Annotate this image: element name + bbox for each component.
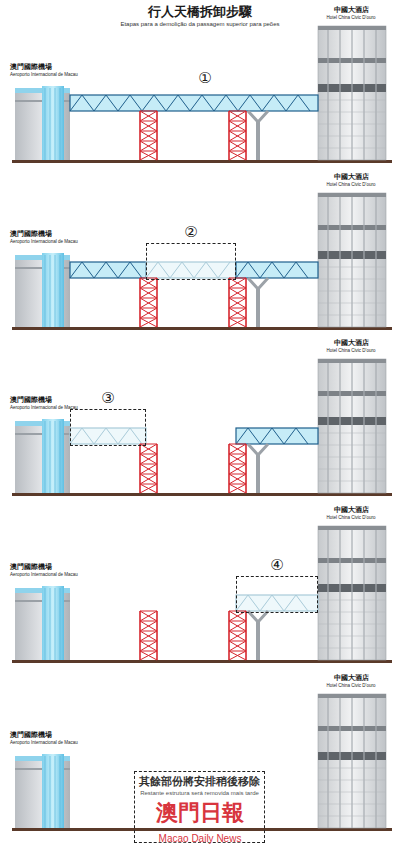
ground-line [12,160,392,163]
airport-label-block: 澳門國際機場Aeroporto Internacional de Macau [10,563,100,578]
y-column [248,444,268,493]
airport-building [15,754,70,828]
hotel-label-block: 中國大酒店Hotel China Civic D'ouro [306,674,396,689]
hotel-label-block: 中國大酒店Hotel China Civic D'ouro [306,173,396,188]
hotel-building [318,193,386,327]
hotel-label-block: 中國大酒店Hotel China Civic D'ouro [306,506,396,521]
hotel-label-block: 中國大酒店Hotel China Civic D'ouro [306,6,396,21]
building-name-portuguese: Hotel China Civic D'ouro [306,348,396,354]
temporary-support-tower [229,111,246,160]
temporary-support-tower [229,611,246,660]
building-name-portuguese: Hotel China Civic D'ouro [306,15,396,21]
ground-line [12,493,392,496]
y-column [248,111,268,160]
watermark: Macao Daily News [0,833,400,845]
airport-building [15,586,70,660]
hotel-building [318,26,386,160]
hotel-building [318,694,386,828]
hotel-building [318,526,386,660]
building-name-chinese: 中國大酒店 [306,173,396,182]
building-name-portuguese: Aeroporto Internacional de Macau [10,72,100,78]
hotel-building [318,359,386,493]
temporary-support-tower [140,611,157,660]
y-column [248,611,268,660]
bridge-truss [236,262,318,278]
y-column [248,278,268,327]
building-name-chinese: 中國大酒店 [306,6,396,15]
building-name-portuguese: Aeroporto Internacional de Macau [10,572,100,578]
airport-label-block: 澳門國際機場Aeroporto Internacional de Macau [10,63,100,78]
hotel-label-block: 中國大酒店Hotel China Civic D'ouro [306,339,396,354]
airport-building [15,253,70,327]
temporary-support-tower [229,444,246,493]
building-name-portuguese: Hotel China Civic D'ouro [306,182,396,188]
temporary-support-tower [229,278,246,327]
subtitle: Etapas para a demolição da passagem supe… [0,21,400,28]
removed-bridge-section [70,428,146,444]
building-name-chinese: 澳門國際機場 [10,396,100,405]
temporary-support-tower [140,111,157,160]
callout-number: ④ [237,557,317,574]
temporary-support-tower [140,278,157,327]
building-name-chinese: 澳門國際機場 [10,230,100,239]
building-name-chinese: 澳門國際機場 [10,731,100,740]
callout-number: ③ [71,390,145,407]
removal-step-box: ③ [70,409,146,446]
ground-line [12,828,392,831]
airport-building [15,86,70,160]
building-name-portuguese: Aeroporto Internacional de Macau [10,239,100,245]
airport-building [15,419,70,493]
building-name-portuguese: Aeroporto Internacional de Macau [10,740,100,746]
watermark: 澳門日報 [0,800,400,825]
ground-line [12,327,392,330]
bridge-truss [70,262,146,278]
building-name-portuguese: Hotel China Civic D'ouro [306,683,396,689]
building-name-chinese: 中國大酒店 [306,339,396,348]
callout-number: ② [147,224,235,241]
removed-bridge-section [146,262,236,278]
building-name-chinese: 澳門國際機場 [10,563,100,572]
note-portuguese: Restante estrutura será removida mais ta… [135,789,264,797]
building-name-portuguese: Hotel China Civic D'ouro [306,515,396,521]
building-name-chinese: 中國大酒店 [306,506,396,515]
bridge-truss [70,95,318,111]
removal-step-box: ④ [236,576,318,613]
building-name-chinese: 中國大酒店 [306,674,396,683]
airport-label-block: 澳門國際機場Aeroporto Internacional de Macau [10,731,100,746]
callout-number: ① [190,70,220,87]
airport-label-block: 澳門國際機場Aeroporto Internacional de Macau [10,230,100,245]
ground-line [12,660,392,663]
bridge-truss [236,428,318,444]
removed-bridge-section [236,595,318,611]
temporary-support-tower [140,444,157,493]
note-chinese: 其餘部份將安排稍後移除 [135,775,264,789]
building-name-chinese: 澳門國際機場 [10,63,100,72]
building-name-portuguese: Aeroporto Internacional de Macau [10,405,100,411]
removal-step-box: ② [146,243,236,280]
